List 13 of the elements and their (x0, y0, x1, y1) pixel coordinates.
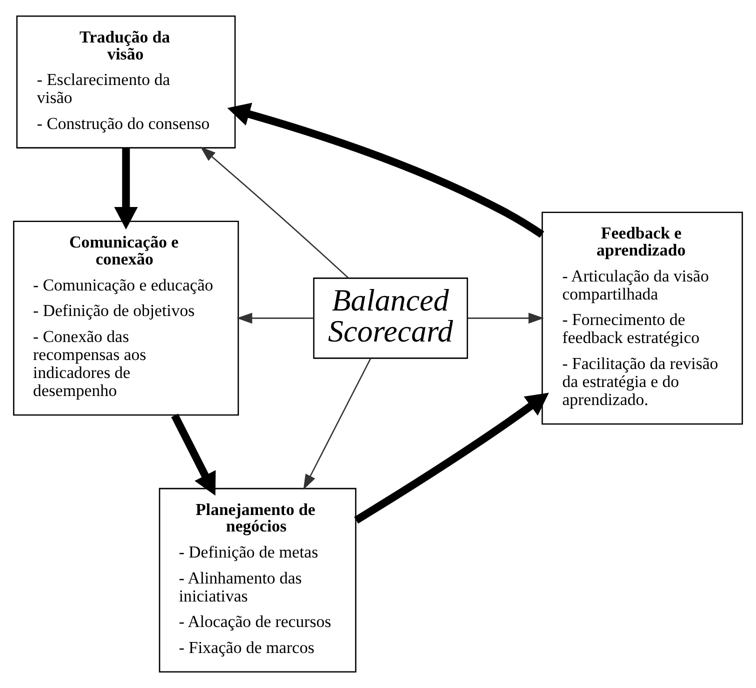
arrow (236, 312, 314, 324)
node-box: Tradução da visão - Esclarecimento da visão - Construção do consenso (16, 16, 236, 148)
node-box: Comunicação e conexão - Comunicação e educação - Definição de objetivos - Conexão das recompensas aos indicadores de desempenho (13, 220, 239, 416)
arrow (468, 312, 544, 324)
arrow (303, 358, 372, 490)
node-box: Balanced Scorecard (313, 278, 468, 359)
arrow (227, 102, 544, 238)
node-box: Planejamento de negócios - Definição de metas - Alinhamento das iniciativas - Alocação de recursos - Fixação de marcos (158, 488, 356, 672)
arrow (200, 146, 349, 278)
arrow (171, 414, 216, 496)
arrow (114, 148, 138, 230)
node-box: Feedback e aprendizado - Articulação da visão compartilhada - Fornecimento de feedback estratégico - Facilitação da revisão da estratégia e do aprendizado. (542, 212, 743, 425)
arrow (354, 392, 549, 524)
